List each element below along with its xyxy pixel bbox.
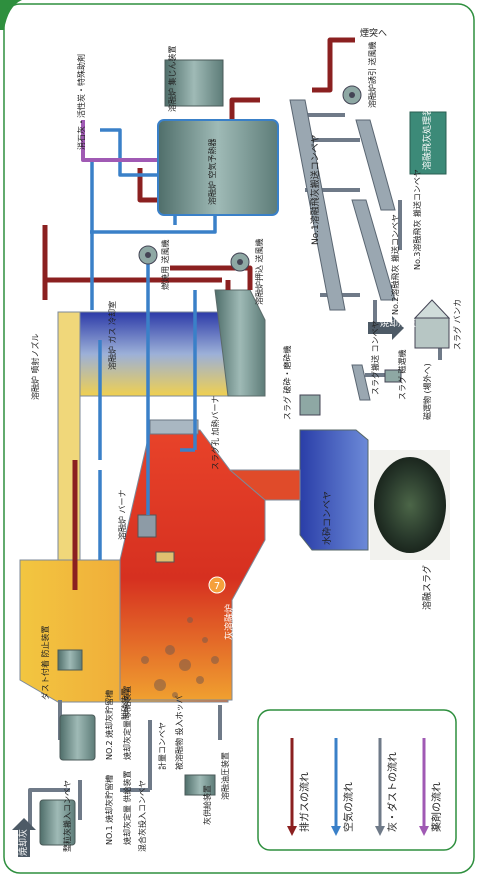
- legend: 排ガスの流れ 空気の流れ 灰・ダストの流れ 薬剤の流れ: [257, 709, 457, 851]
- legend-item: 排ガスの流れ: [287, 738, 311, 836]
- label-slag-photo: 溶融スラグ: [421, 565, 433, 610]
- legend-arrow-head: [419, 826, 429, 836]
- legend-item: 薬剤の流れ: [419, 738, 443, 836]
- slag-photo: [370, 450, 450, 560]
- legend-label: 灰・ダストの流れ: [386, 752, 399, 832]
- fly-ash-conveyors: [289, 99, 396, 311]
- no1-storage-tank: [39, 799, 76, 846]
- label-combustion-fan: 燃焼用 送風機: [160, 239, 170, 290]
- legend-box: [257, 709, 457, 851]
- label-measuring-conveyor: 計量コンベヤ: [157, 722, 167, 770]
- ash-storage-tanks: [39, 649, 216, 846]
- label-air-preheater: 溶融炉 空気予熱器: [207, 138, 217, 205]
- legend-label: 排ガスの流れ: [298, 772, 311, 832]
- label-slag-bunker: スラグ バンカ: [452, 299, 462, 350]
- legend-item: 空気の流れ: [331, 738, 355, 836]
- furnace-top-cap: [149, 419, 199, 435]
- label-no2-fly-conveyor: No.2溶融飛灰 搬送コンベヤ: [390, 214, 400, 315]
- water-crush-conveyor: [299, 429, 369, 551]
- fly-ash-treatment-unit: [409, 111, 447, 175]
- label-no2-storage: NO.2 焼却灰貯留槽: [104, 690, 114, 760]
- legend-arrow-head: [287, 826, 297, 836]
- label-fly-treatment: 溶融飛灰処理装置: [421, 98, 433, 170]
- label-no1-feeder: 焼却灰定量 供給装置: [122, 770, 132, 845]
- air-preheater: [157, 119, 279, 216]
- incinerator-ash-arrow: [12, 818, 36, 857]
- slag-magnet: [384, 369, 402, 383]
- label-spray-nozzle: 溶融炉 噴射ノズル: [30, 333, 40, 400]
- exhaust-gas-lines: [42, 37, 355, 590]
- label-slag-burner: スラグ孔 加熱バーナ: [210, 395, 220, 470]
- green-corner-accent: [0, 0, 22, 30]
- furnace-number-badge: [208, 576, 226, 594]
- label-dust-collector: 溶融炉 集じん装置: [167, 45, 177, 112]
- label-mixed-conveyor: 混合灰投入コンベヤ: [137, 780, 147, 852]
- label-no1-fly-conveyor: No.1溶融飛灰搬送コンベヤ: [309, 134, 321, 245]
- dust-collector: [164, 59, 224, 107]
- legend-label: 薬剤の流れ: [430, 782, 443, 832]
- legend-arrow-head: [331, 826, 341, 836]
- label-water-crush-conveyor: 水砕コンベヤ: [321, 491, 333, 545]
- slag-crusher: [299, 394, 321, 416]
- label-slag-magnet: スラグ 磁選機: [397, 349, 407, 400]
- furnace-chamber: [119, 429, 266, 701]
- label-grain-conveyor: 整粒灰搬入コンベヤ: [62, 780, 72, 852]
- molten-ash-bubbles: [141, 617, 219, 698]
- label-incinerator-ash: 焼却灰: [17, 829, 29, 856]
- label-no1-storage: NO.1 焼却灰貯留槽: [104, 775, 114, 845]
- ash-feeder: [184, 774, 216, 796]
- induced-draft-fan: [342, 85, 362, 105]
- label-slag-conveyor: スラグ搬送 コンベヤ: [370, 320, 380, 395]
- label-deslagging: 脱硝装置: [120, 688, 130, 720]
- slag-bunker: [413, 299, 451, 349]
- label-reagent: 消石灰・活性炭・特殊助剤: [76, 54, 86, 150]
- label-push-fan: 溶融炉押込 送風機: [254, 238, 264, 305]
- diagram-border: [3, 3, 475, 874]
- label-no3-fly-conveyor: No.3溶融飛灰 搬送コンベヤ: [412, 169, 422, 270]
- legend-items: 排ガスの流れ 空気の流れ 灰・ダストの流れ 薬剤の流れ: [287, 738, 443, 836]
- gas-cooling-chamber: [57, 311, 229, 397]
- furnace-burner-base: [155, 551, 175, 563]
- label-to-stack: 煙突へ: [360, 27, 387, 39]
- legend-label: 空気の流れ: [342, 782, 355, 832]
- label-furnace: 灰溶融炉: [223, 604, 235, 640]
- slag-transfer-conveyor: [351, 364, 371, 401]
- label-hydraulic-unit: 溶融油圧装置: [220, 752, 230, 800]
- label-incin-fly-ash: 焼却飛灰: [380, 317, 416, 329]
- label-no2-feeder: 焼却灰定量 供給装置: [122, 685, 132, 760]
- furnace-burner-unit: [137, 514, 157, 538]
- slag-outlet-duct: [228, 469, 301, 501]
- furnace-assembly: 7: [19, 289, 369, 703]
- combustion-air-fan: [138, 245, 158, 265]
- label-furnace-burner: 溶融炉 バーナ: [117, 489, 127, 540]
- label-melt-input-hopper: 被溶融物 投入ホッパ: [174, 695, 184, 770]
- label-ash-feeder: 灰供給装置: [202, 785, 212, 825]
- push-air-fan: [230, 252, 250, 272]
- label-slag-crusher: スラグ 破砕・磨砕機: [282, 345, 292, 420]
- exhaust-line-to-stack: [312, 37, 355, 93]
- legend-item: 灰・ダストの流れ: [375, 738, 399, 836]
- dust-prevention-unit: [57, 649, 83, 671]
- label-gas-cooling: 溶融炉 ガス 冷却室: [107, 301, 117, 370]
- label-magnetic-material: 磁選物 (場外へ): [422, 363, 432, 420]
- gas-cooling-hood: [214, 289, 266, 397]
- legend-arrow-head: [375, 826, 385, 836]
- furnace-number: 7: [214, 581, 220, 592]
- label-induced-fan: 溶融炉誘引 送風機: [367, 41, 377, 108]
- no2-storage-tank: [59, 714, 96, 761]
- incin-fly-ash-arrow: [368, 316, 404, 340]
- label-dust-prevention: ダスト付着 防止装置: [40, 625, 50, 700]
